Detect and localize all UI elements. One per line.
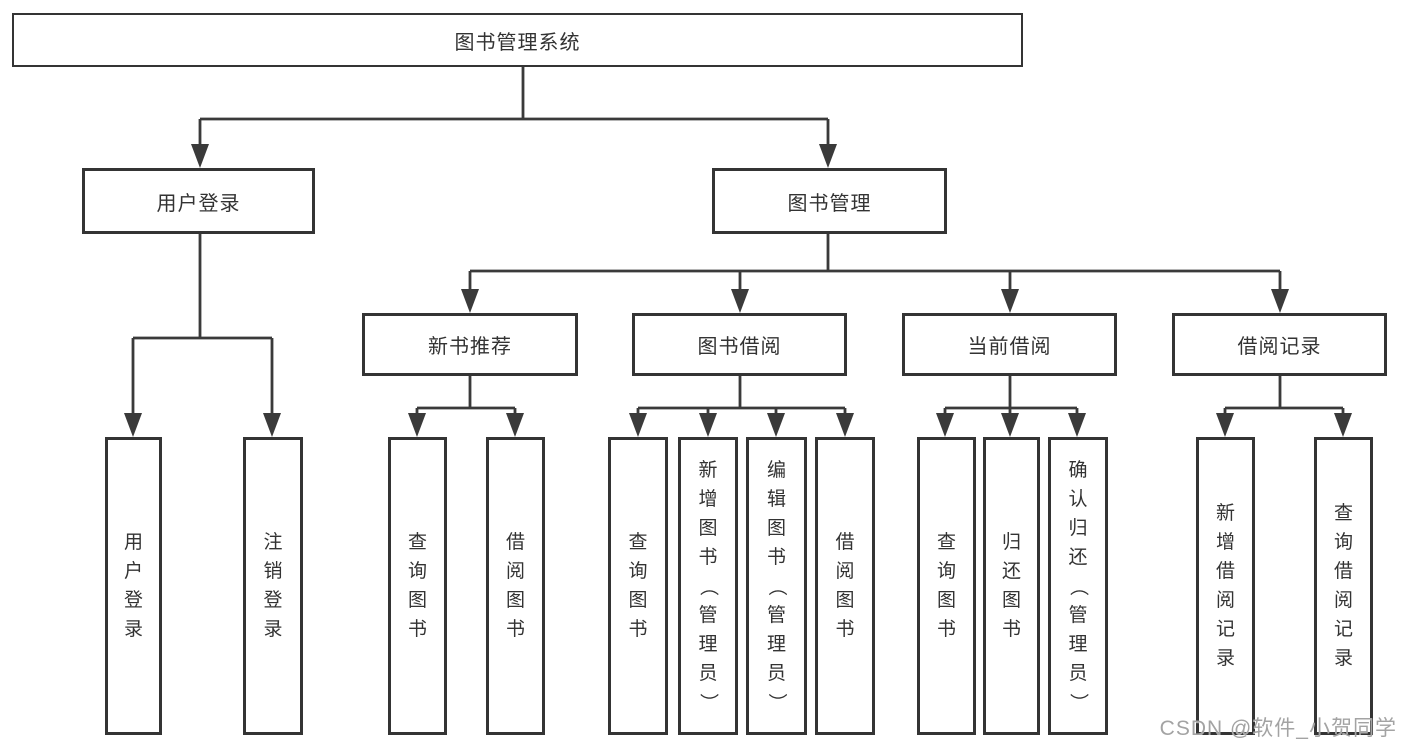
node-add-borrow-record: 新增借阅记录: [1196, 437, 1255, 735]
node-current-borrowing: 当前借阅: [902, 313, 1117, 376]
node-confirm-return-admin: 确认归还（管理员）: [1048, 437, 1108, 735]
node-query-borrow-record: 查询借阅记录: [1314, 437, 1373, 735]
arrowheads: [124, 144, 1352, 437]
node-query-books-current: 查询图书: [917, 437, 976, 735]
node-add-books-admin: 新增图书（管理员）: [678, 437, 738, 735]
node-book-management-branch: 图书管理: [712, 168, 947, 234]
node-borrow-books: 借阅图书: [815, 437, 875, 735]
watermark: CSDN @软件_小贺同学: [1159, 717, 1397, 740]
node-book-borrowing: 图书借阅: [632, 313, 847, 376]
node-user-login-branch: 用户登录: [82, 168, 315, 234]
node-new-book-recommendation: 新书推荐: [362, 313, 578, 376]
node-user-login: 用户登录: [105, 437, 162, 735]
node-borrowing-records: 借阅记录: [1172, 313, 1387, 376]
node-library-management-system: 图书管理系统: [12, 13, 1023, 67]
node-borrow-books-recommendation: 借阅图书: [486, 437, 545, 735]
node-logout: 注销登录: [243, 437, 303, 735]
node-query-books-recommendation: 查询图书: [388, 437, 447, 735]
node-return-books: 归还图书: [983, 437, 1040, 735]
node-edit-books-admin: 编辑图书（管理员）: [746, 437, 807, 735]
node-query-books-borrowing: 查询图书: [608, 437, 668, 735]
